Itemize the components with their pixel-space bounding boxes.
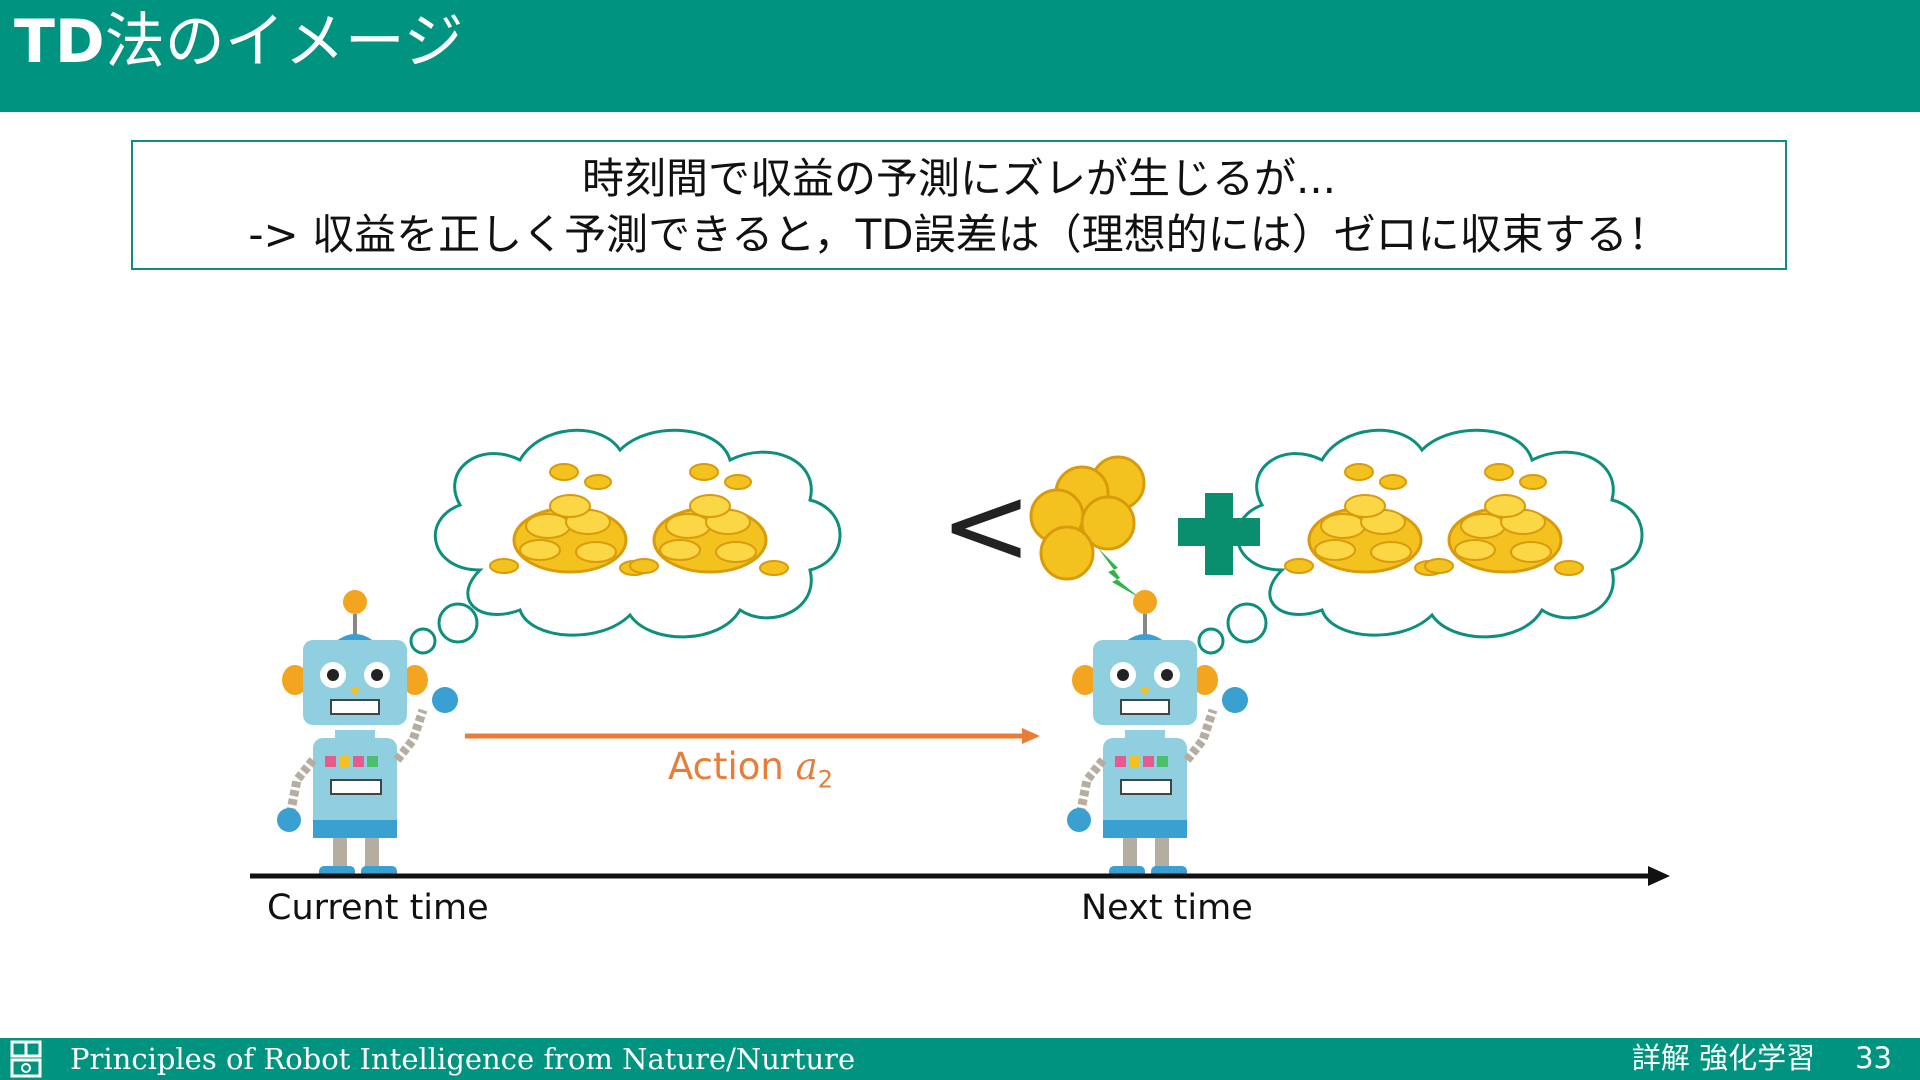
action-arrow-head — [1022, 728, 1040, 744]
reward-coins — [1031, 457, 1144, 579]
footer-right: 詳解 強化学習 33 — [1592, 1038, 1892, 1078]
plus-icon — [1178, 493, 1260, 575]
thought-cloud-next — [1237, 430, 1642, 637]
action-symbol: a — [796, 745, 818, 788]
slide-footer: Principles of Robot Intelligence from Na… — [0, 1038, 1920, 1080]
next-time-label: Next time — [1081, 888, 1253, 928]
page-number: 33 — [1855, 1041, 1892, 1075]
current-time-label: Current time — [267, 888, 489, 928]
lightning-icon — [1098, 548, 1140, 598]
action-label: Action a2 — [668, 745, 833, 793]
action-text: Action — [668, 745, 796, 788]
robot-logo-icon — [10, 1040, 44, 1078]
action-subscript: 2 — [818, 765, 833, 793]
thought-cloud-current — [435, 430, 840, 637]
footer-book-title: 詳解 強化学習 — [1632, 1041, 1815, 1075]
footer-series-title: Principles of Robot Intelligence from Na… — [70, 1040, 855, 1078]
timeline-arrow-head — [1648, 866, 1670, 886]
less-than-sign: < — [940, 470, 1032, 580]
